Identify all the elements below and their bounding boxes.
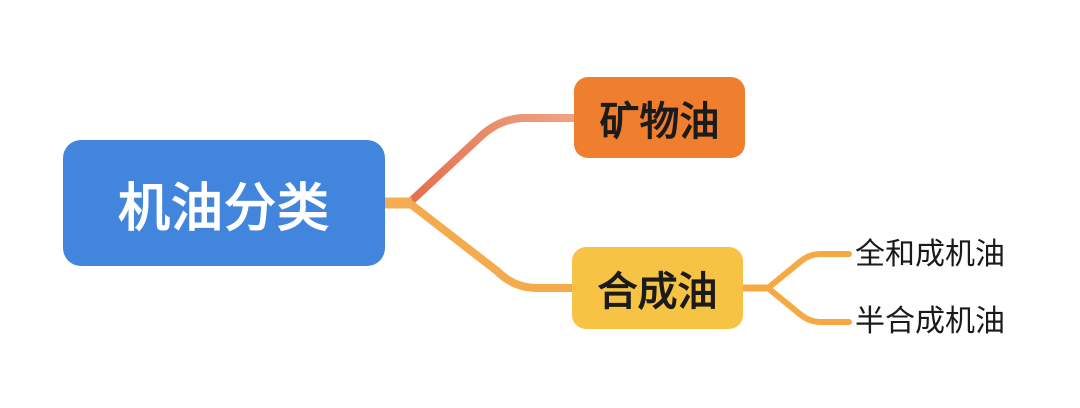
node-root[interactable]: 机油分类 <box>63 140 385 266</box>
node-full-synthetic-oil[interactable]: 全和成机油 <box>855 238 1005 271</box>
node-mineral-oil[interactable]: 矿物油 <box>574 77 745 158</box>
connector-root-to-synthetic <box>404 198 578 292</box>
connector-synthetic-to-full-synthetic <box>765 251 852 291</box>
connector-root-to-mineral <box>404 114 580 208</box>
node-synthetic-oil-label: 合成油 <box>597 270 718 314</box>
node-mineral-oil-label: 矿物油 <box>599 99 720 144</box>
node-semi-synthetic-oil[interactable]: 半合成机油 <box>855 305 1005 338</box>
node-root-label: 机油分类 <box>117 179 330 238</box>
node-synthetic-oil[interactable]: 合成油 <box>572 247 743 329</box>
connector-synthetic-to-semi-synthetic <box>765 285 852 325</box>
